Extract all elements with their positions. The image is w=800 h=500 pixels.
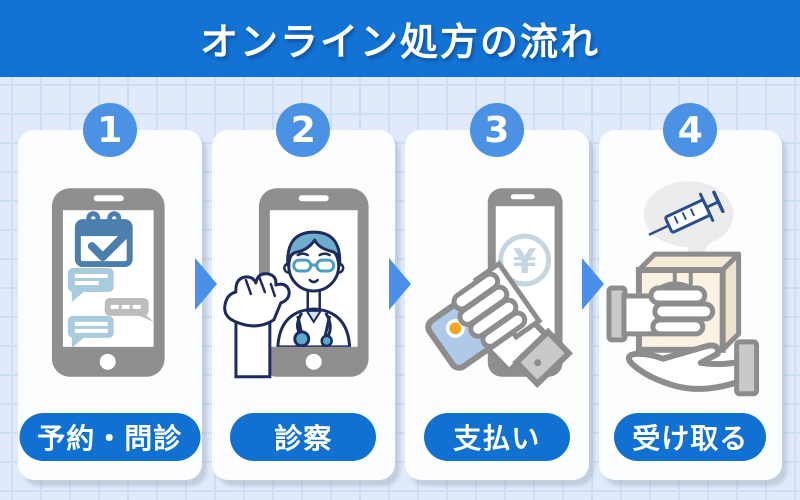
steps-row: 1 [18,103,783,480]
medicine-package-handover-icon [599,170,783,400]
step-number-badge: 2 [276,103,331,157]
yen-symbol: ¥ [513,242,537,281]
calendar-chat-smartphone-icon [18,170,202,400]
step-label-receive: 受け取る [614,413,767,461]
page-title: オンライン処方の流れ [199,20,600,64]
flow-arrow-icon [195,258,217,310]
step-label-payment: 支払い [423,413,570,461]
header-banner: オンライン処方の流れ [0,0,800,77]
step-label-booking: 予約・問診 [19,413,201,461]
step-number-badge: 4 [663,103,718,157]
step-label-examination: 診察 [230,413,377,461]
step-card-examination: 2 [211,103,396,480]
flow-arrow-icon [389,258,411,310]
credit-card-payment-icon: ¥ [405,170,589,400]
flow-arrow-icon [582,258,604,310]
step-card-payment: 3 ¥ [405,103,589,480]
doctor-video-call-icon [212,170,396,400]
step-card-booking: 1 [18,103,202,480]
step-number-badge: 3 [469,103,524,157]
step-number-badge: 1 [82,103,137,157]
step-card-receive: 4 [598,103,783,480]
